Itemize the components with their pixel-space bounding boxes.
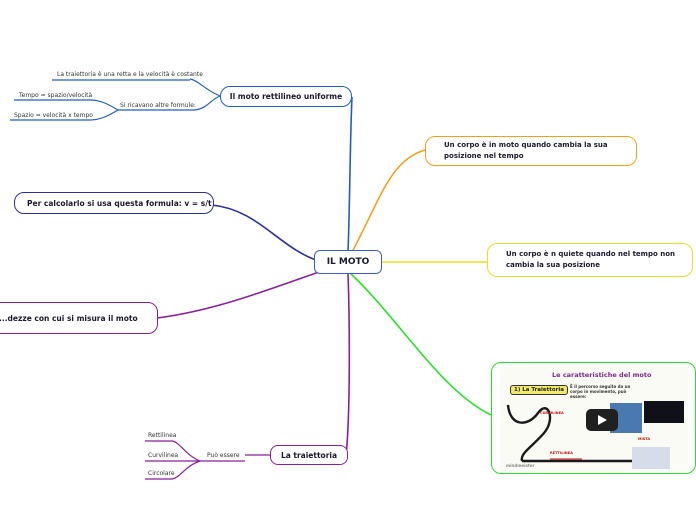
topic-in-quiete-label: Un corpo è n quiete quando nel tempo non… bbox=[506, 250, 675, 269]
video-label-curvilinea: CURVILINEA bbox=[540, 411, 564, 415]
snow-image bbox=[632, 447, 670, 469]
connector-moto-rettilineo bbox=[347, 96, 353, 253]
connector-grandezze bbox=[156, 269, 326, 319]
video-thumbnail[interactable]: Le caratteristiche del moto 1) La Traiet… bbox=[500, 367, 688, 471]
topic-in-quiete[interactable]: Un corpo è n quiete quando nel tempo non… bbox=[487, 243, 693, 277]
video-play-button[interactable] bbox=[586, 409, 618, 431]
connector-formule bbox=[194, 95, 221, 111]
topic-in-moto-label: Un corpo è in moto quando cambia la sua … bbox=[444, 141, 608, 160]
topic-grandezze-label: ...dezze con cui si misura il moto bbox=[0, 313, 138, 323]
subtopic-curvilinea[interactable]: Curvilinea bbox=[148, 452, 179, 459]
topic-grandezze[interactable]: ...dezze con cui si misura il moto bbox=[0, 302, 158, 334]
video-title: Le caratteristiche del moto bbox=[552, 371, 652, 379]
video-desc: È il percorso seguito da un corpo in mov… bbox=[570, 384, 631, 399]
central-topic-label: IL MOTO bbox=[326, 257, 370, 267]
subtopic-rettilinea[interactable]: Rettilinea bbox=[148, 432, 177, 439]
topic-traiettoria-label: La traiettoria bbox=[280, 450, 338, 460]
topic-video[interactable]: Le caratteristiche del moto 1) La Traiet… bbox=[491, 362, 696, 474]
solar-system-image bbox=[644, 401, 684, 423]
subtopic-altre-formule[interactable]: Si ricavano altre formule: bbox=[120, 102, 196, 109]
connector-trajectory-line bbox=[189, 78, 221, 97]
video-curve bbox=[506, 404, 634, 463]
video-source: mindmeister bbox=[506, 463, 535, 468]
topic-traiettoria[interactable]: La traiettoria bbox=[270, 445, 348, 465]
play-icon bbox=[598, 415, 607, 425]
connector-traiettoria bbox=[345, 272, 351, 456]
video-label-mista: MISTA bbox=[638, 437, 651, 441]
connector-formula bbox=[211, 204, 323, 263]
subtopic-spazio-formula[interactable]: Spazio = velocità x tempo bbox=[14, 112, 93, 119]
subtopic-puo-essere[interactable]: Può essere bbox=[207, 452, 240, 459]
connector-in-moto bbox=[351, 149, 426, 253]
topic-in-moto[interactable]: Un corpo è in moto quando cambia la sua … bbox=[425, 136, 637, 166]
subtopic-trajectory-line[interactable]: La traiettoria è una retta e la velocità… bbox=[57, 71, 203, 78]
subtopic-tempo-formula[interactable]: Tempo = spazio/velocità bbox=[19, 92, 93, 99]
video-tag: 1) La Traiettoria bbox=[510, 385, 568, 395]
connector-video bbox=[349, 272, 492, 416]
topic-moto-rettilineo[interactable]: Il moto rettilineo uniforme bbox=[220, 86, 352, 107]
topic-formula-label: Per calcolarlo si usa questa formula: v … bbox=[27, 198, 212, 208]
central-topic[interactable]: IL MOTO bbox=[314, 250, 382, 274]
subtopic-circolare[interactable]: Circolare bbox=[148, 470, 175, 477]
video-label-rettilinea: RETTILINEA bbox=[550, 451, 573, 455]
topic-moto-rettilineo-label: Il moto rettilineo uniforme bbox=[229, 92, 343, 101]
topic-formula[interactable]: Per calcolarlo si usa questa formula: v … bbox=[14, 192, 214, 214]
